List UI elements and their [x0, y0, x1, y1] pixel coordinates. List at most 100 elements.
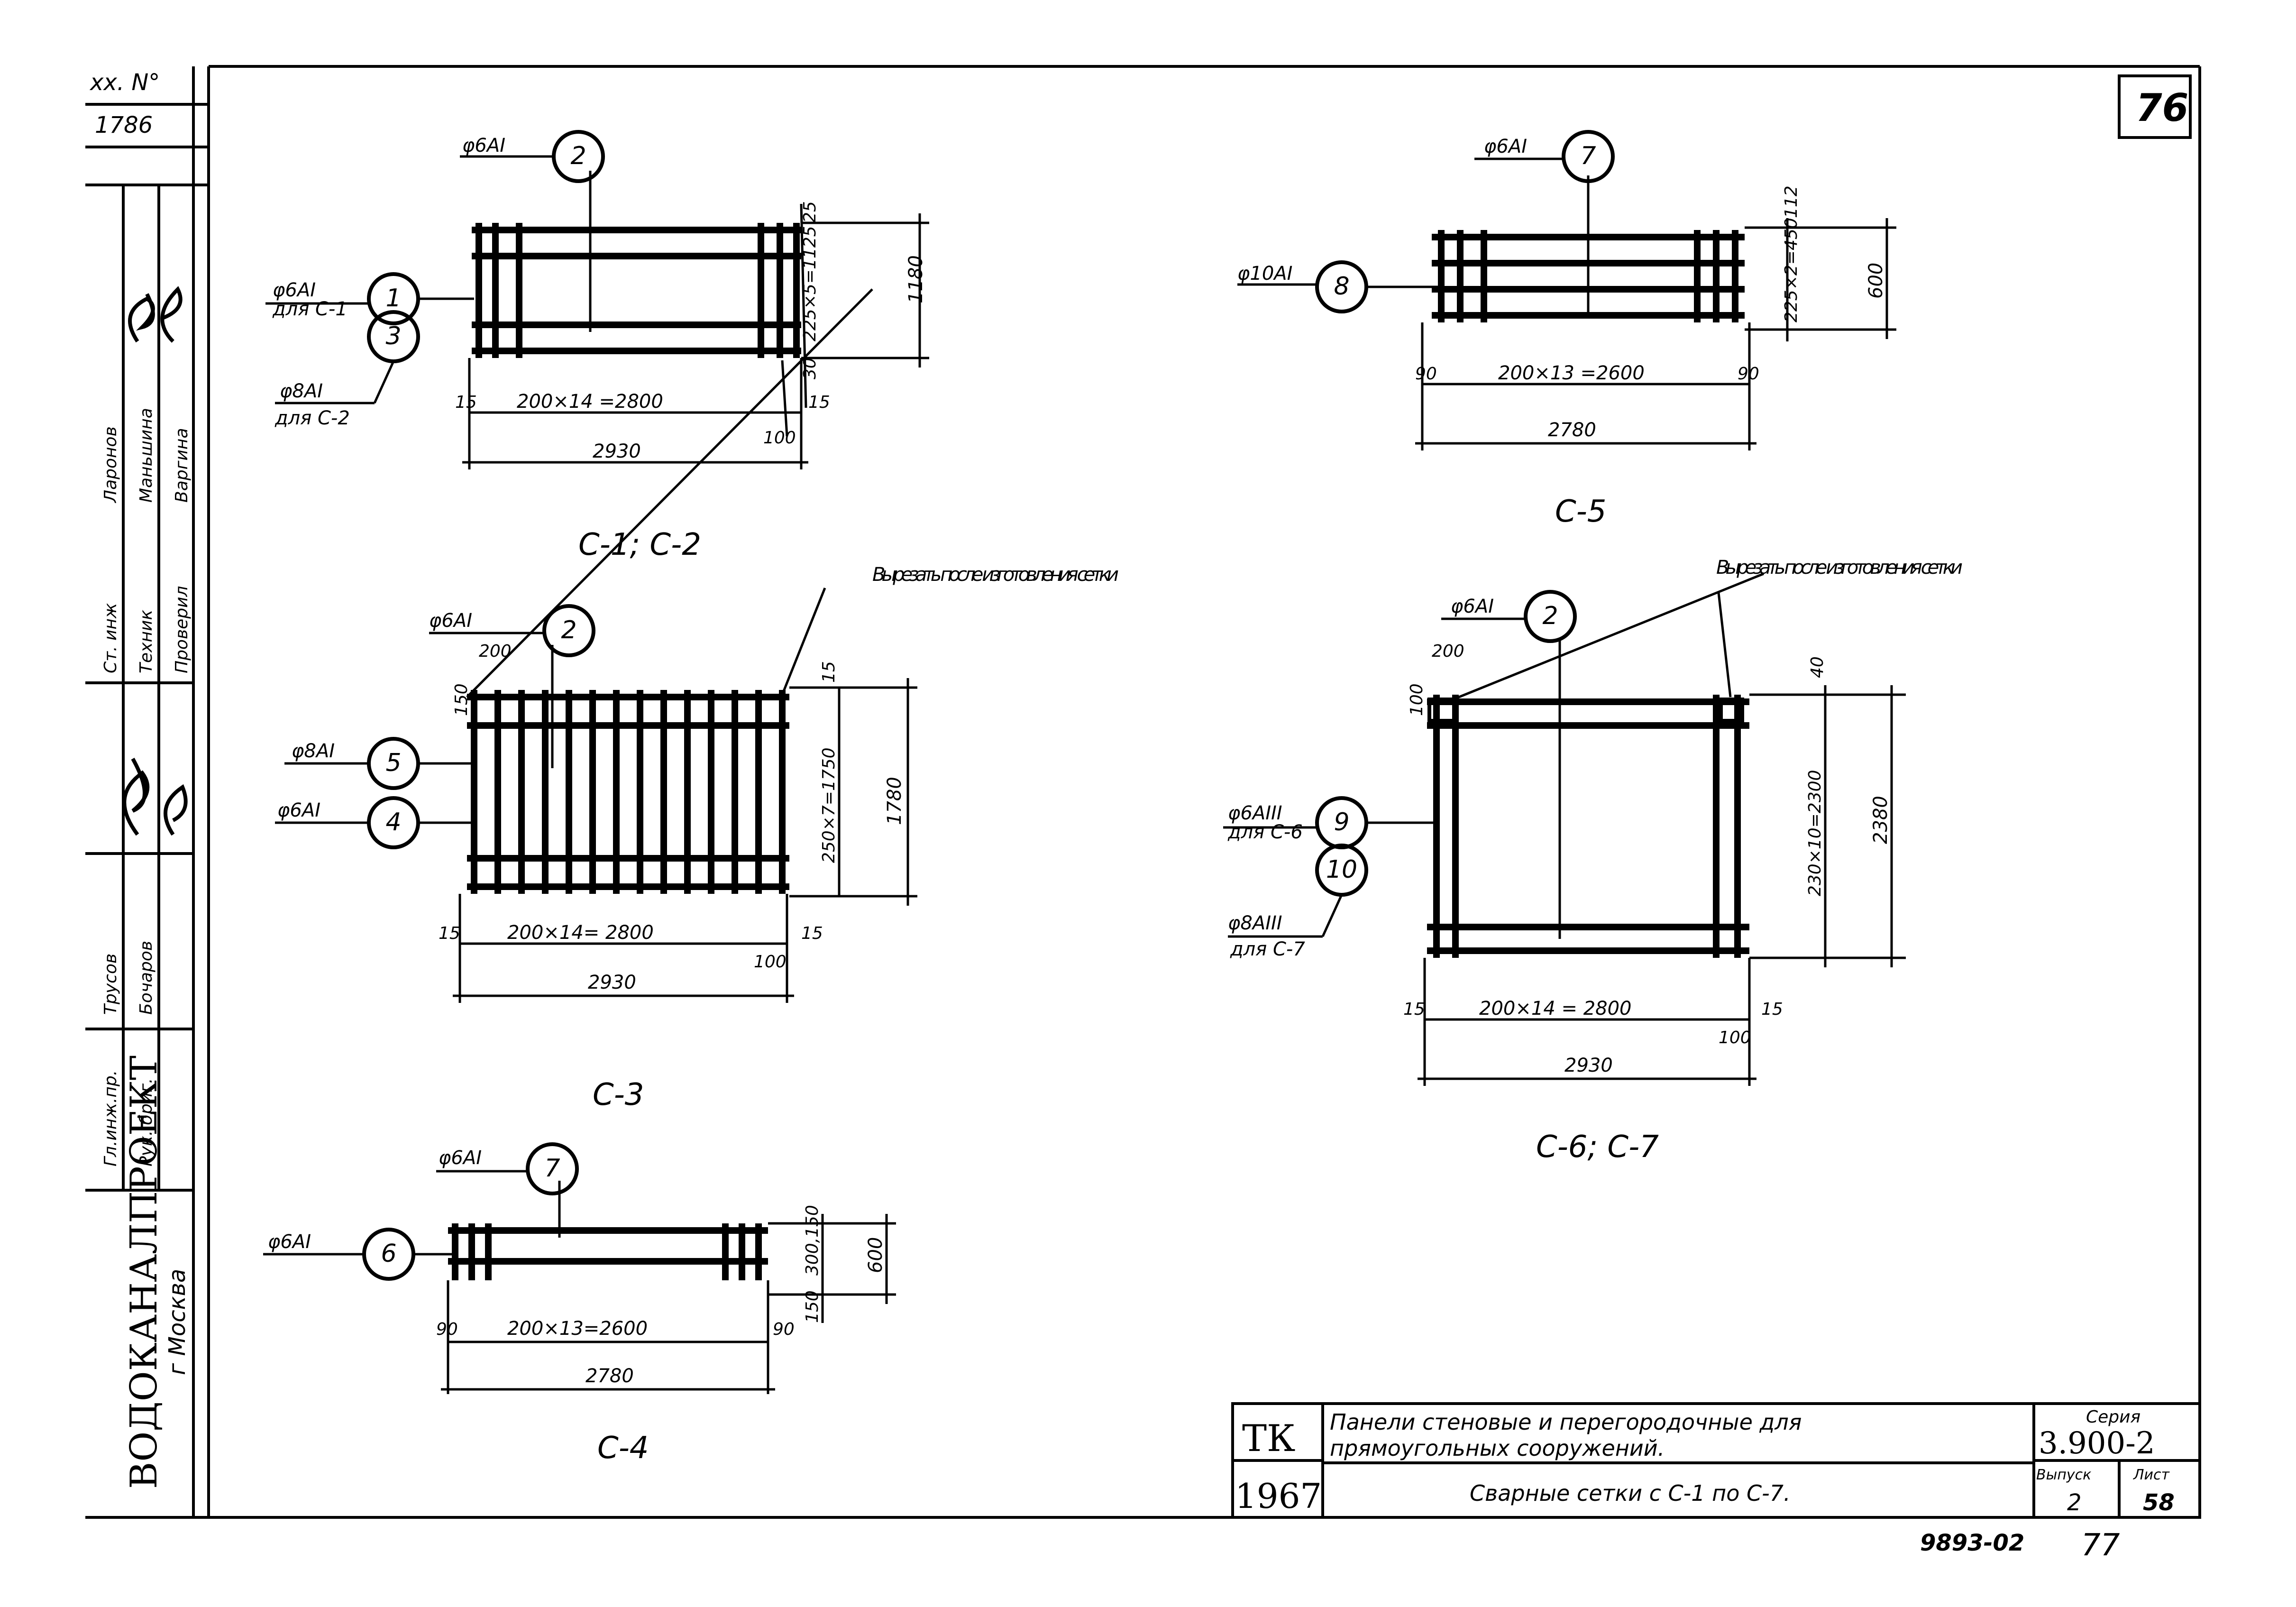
c3-cut-note: Вырезать после изготовления сетки	[872, 564, 1119, 586]
stamp-name-1: Трусов	[101, 954, 120, 1015]
c5-dim-side: 225×2=450	[1782, 218, 1801, 322]
net-c5-drawing	[1237, 130, 1896, 450]
c6-cut-note: Вырезать после изготовления сетки	[1716, 557, 1963, 579]
archive-number-label: xx. N°	[89, 69, 160, 96]
title-block-year: 1967	[1235, 1476, 1322, 1516]
stamp-name-2: Бочаров	[137, 941, 156, 1015]
stamp-name-5: Варгина	[172, 428, 192, 503]
net-c6-c7-drawing	[1223, 572, 1906, 1086]
c1-bar-left1-number: 1	[385, 284, 401, 312]
title-block-desc-1: Панели стеновые и перегородочные для	[1330, 1409, 1802, 1435]
c5-bar-left-number: 8	[1334, 272, 1349, 301]
net-c4-drawing	[263, 1142, 896, 1394]
c4-bar-top-number: 7	[544, 1154, 560, 1183]
archive-number-value: 1786	[95, 112, 153, 138]
c4-title: С-4	[597, 1431, 649, 1466]
footer-page-number: 77	[2081, 1528, 2120, 1563]
c4-bar-left-label: φ6АI	[268, 1231, 311, 1253]
c1-bar-left1-sub: для С-1	[272, 298, 348, 320]
c6-dim-inner: 200×14 = 2800	[1479, 998, 1632, 1019]
title-block	[1231, 1402, 2201, 1519]
sheet-frame	[193, 65, 2201, 1519]
series-label: Серия	[2086, 1407, 2140, 1427]
c3-dim-left: 15	[439, 924, 460, 943]
c1-bar-top-label: φ6АI	[462, 135, 505, 156]
title-block-desc-2: прямоугольных сооружений.	[1330, 1435, 1665, 1461]
drawing-code: 9893-02	[1920, 1530, 2024, 1556]
c1-bar-left2-label: φ8АI	[280, 380, 323, 402]
c1-dim-right: 15	[808, 393, 830, 412]
c4-dim-inner: 200×13=2600	[507, 1318, 648, 1340]
c1-dim-25: 25	[800, 201, 820, 223]
c5-bar-top-number: 7	[1580, 142, 1596, 170]
c3-dim-200: 200	[479, 642, 512, 661]
net-c1-c2-drawing	[265, 130, 929, 469]
stamp-block	[85, 66, 209, 1519]
c6-dim-side: 230×10=2300	[1805, 770, 1825, 896]
page-number: 76	[2136, 86, 2188, 130]
c3-bar-low-number: 4	[385, 808, 401, 836]
c6-c7-title: С-6; С-7	[1536, 1129, 1659, 1165]
c5-dim-right: 90	[1738, 364, 1759, 384]
c1-dim-100: 100	[763, 428, 796, 448]
c3-dim-100: 100	[754, 952, 787, 972]
c6-dim-total: 2930	[1564, 1055, 1613, 1076]
c1-dim-30: 30	[800, 358, 820, 379]
c3-dim-150: 150	[452, 683, 471, 716]
c1-dim-total: 2930	[593, 441, 641, 462]
c3-dim-height: 1780	[884, 777, 906, 825]
c6-dim-right: 15	[1761, 1000, 1783, 1019]
c3-dim-total: 2930	[588, 972, 636, 993]
sheet-value: 58	[2143, 1489, 2175, 1516]
c5-dim-height: 600	[1865, 263, 1887, 299]
c5-dim-left: 90	[1415, 364, 1437, 384]
title-block-desc-3: Сварные сетки с С-1 по С-7.	[1470, 1480, 1791, 1506]
c3-dim-15: 15	[819, 661, 839, 683]
c3-bar-mid-number: 5	[385, 749, 401, 777]
c5-dim-total: 2780	[1548, 419, 1596, 441]
c1-dim-height: 1180	[905, 255, 927, 303]
issue-label: Выпуск	[2036, 1467, 2091, 1483]
stamp-name-4: Маньшина	[137, 408, 156, 503]
c6-bar-left2-number: 10	[1326, 855, 1357, 884]
handwritten-signatures	[122, 286, 188, 836]
c6-bar-left2-label: φ8АIII	[1228, 912, 1282, 934]
c6-dim-height: 2380	[1870, 796, 1892, 844]
c4-dim-height: 600	[865, 1237, 887, 1273]
c6-bar-left1-number: 9	[1334, 808, 1349, 836]
title-block-tk: ТК	[1242, 1417, 1295, 1460]
c4-bar-left-number: 6	[381, 1240, 396, 1268]
organization-city: г Москва	[164, 1269, 191, 1375]
c1-bar-left2-number: 3	[385, 322, 401, 350]
c5-title: С-5	[1555, 494, 1607, 529]
c5-bar-left-label: φ10АI	[1237, 263, 1292, 285]
c6-dim-40: 40	[1808, 656, 1827, 678]
c6-bar-top-label: φ6АI	[1451, 596, 1494, 617]
c1-dim-side: 225×5=1125	[800, 226, 820, 341]
stamp-role-5: Проверил	[172, 586, 192, 673]
stamp-role-2: Рук. бриг.	[137, 1078, 156, 1166]
stamp-role-1: Гл.инж.пр.	[101, 1070, 120, 1166]
c5-dim-112: 112	[1782, 185, 1801, 218]
c6-bar-left1-sub: для С-6	[1227, 821, 1303, 843]
c3-bar-top-number: 2	[561, 616, 576, 644]
c5-bar-top-label: φ6АI	[1484, 136, 1527, 157]
net-c3-drawing	[275, 288, 917, 1003]
c3-bar-low-label: φ6АI	[277, 799, 320, 821]
c1-bar-left2-sub: для С-2	[274, 407, 350, 429]
c3-bar-top-label: φ6АI	[429, 610, 472, 632]
c1-bar-left1-label: φ6АI	[273, 279, 316, 301]
c4-dim-total: 2780	[585, 1365, 634, 1387]
c1-bar-top-number: 2	[570, 142, 586, 170]
c3-dim-side: 250×7=1750	[819, 747, 839, 863]
c3-dim-right: 15	[801, 924, 823, 943]
c6-dim-left: 15	[1403, 1000, 1425, 1019]
stamp-name-3: Ларонов	[101, 426, 120, 504]
c3-bar-mid-label: φ8АI	[292, 740, 335, 762]
sheet-label: Лист	[2133, 1467, 2170, 1483]
c4-dim-left: 90	[436, 1320, 458, 1339]
c6-dim-100: 100	[1407, 683, 1427, 716]
c3-dim-inner: 200×14= 2800	[507, 922, 654, 944]
c6-bar-left1-label: φ6АIII	[1228, 802, 1282, 824]
series-value: 3.900-2	[2039, 1426, 2155, 1461]
